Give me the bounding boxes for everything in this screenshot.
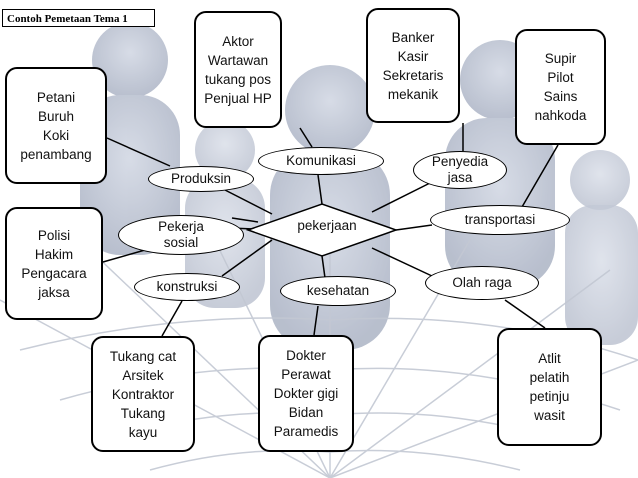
category-komunikasi-label: Komunikasi xyxy=(286,153,356,168)
box-item: kayu xyxy=(128,424,158,440)
connector-komunikasi-box xyxy=(299,127,313,148)
box-item: Atlit xyxy=(538,351,561,366)
category-transportasi: transportasi xyxy=(430,205,570,235)
box-olah-raga-examples: Atlit pelatih petinju wasit xyxy=(497,328,602,446)
box-item: Pengacara xyxy=(21,265,87,281)
box-komunikasi-examples: Aktor Wartawan tukang pos Penjual HP xyxy=(194,11,282,128)
box-item: Banker xyxy=(391,29,435,45)
connector-transportasi-box xyxy=(521,144,559,208)
box-penyedia-jasa-examples: Banker Kasir Sekretaris mekanik xyxy=(366,8,460,123)
connector-produksin-box xyxy=(106,137,171,167)
box-item: nahkoda xyxy=(534,108,587,123)
box-item: Wartawan xyxy=(207,52,269,68)
category-komunikasi: Komunikasi xyxy=(258,147,384,175)
box-item: jaksa xyxy=(38,284,70,300)
box-item: Aktor xyxy=(222,33,254,49)
box-item: pelatih xyxy=(529,370,570,385)
box-transportasi-examples: Supir Pilot Sains nahkoda xyxy=(515,29,606,145)
box-item: Penjual HP xyxy=(204,90,272,106)
connector-konstruksi-box xyxy=(161,300,183,337)
category-kesehatan: kesehatan xyxy=(280,276,396,306)
category-olah-raga-label: Olah raga xyxy=(452,275,512,290)
box-pekerja-sosial-examples: Polisi Hakim Pengacara jaksa xyxy=(5,207,103,320)
category-olah-raga: Olah raga xyxy=(425,266,539,300)
box-item: Koki xyxy=(42,127,70,143)
box-item: Supir xyxy=(544,51,577,66)
connector-kesehatan-box xyxy=(313,305,319,336)
connector-center-olahraga xyxy=(371,247,433,277)
box-item: penambang xyxy=(20,146,92,162)
box-item: Sains xyxy=(543,89,578,104)
box-item: Buruh xyxy=(37,108,75,124)
box-item: Perawat xyxy=(281,367,331,382)
connector-center-penyedia xyxy=(371,182,431,213)
category-penyedia-jasa: Penyedia jasa xyxy=(413,151,507,189)
category-pekerja-sosial-label: Pekerja sosial xyxy=(158,219,204,250)
box-item: Hakim xyxy=(34,246,74,262)
box-item: Arsitek xyxy=(122,367,164,383)
box-item: Bidan xyxy=(288,405,324,420)
box-item: Polisi xyxy=(37,227,71,243)
connector-center-produksin xyxy=(224,189,273,215)
connector-center-komunikasi xyxy=(317,174,323,205)
box-kesehatan-examples: Dokter Perawat Dokter gigi Bidan Paramed… xyxy=(258,335,354,452)
box-item: Tukang cat xyxy=(109,348,177,364)
box-item: tukang pos xyxy=(204,71,272,87)
center-node-label: pekerjaan xyxy=(297,218,357,233)
box-produksin-examples: Petani Buruh Koki penambang xyxy=(5,67,107,184)
category-kesehatan-label: kesehatan xyxy=(306,283,370,298)
box-item: mekanik xyxy=(387,86,439,102)
connector-center-transportasi xyxy=(395,224,433,231)
box-item: Kasir xyxy=(397,48,429,64)
category-konstruksi-label: konstruksi xyxy=(156,279,218,294)
box-item: Dokter xyxy=(286,348,326,363)
connector-olahraga-box xyxy=(504,299,546,329)
box-item: Petani xyxy=(36,89,76,105)
box-item: Sekretaris xyxy=(382,67,444,83)
connector-lines xyxy=(102,123,559,337)
center-node-shape xyxy=(245,203,399,257)
category-konstruksi: konstruksi xyxy=(134,273,240,301)
category-penyedia-jasa-label: Penyedia jasa xyxy=(431,154,489,185)
box-item: Paramedis xyxy=(273,424,339,439)
box-item: wasit xyxy=(534,408,565,423)
connector-center-kesehatan xyxy=(321,255,326,279)
category-produksin: Produksin xyxy=(148,166,254,192)
box-item: Dokter gigi xyxy=(273,386,339,401)
category-pekerja-sosial: Pekerja sosial xyxy=(118,215,244,255)
connector-center-konstruksi xyxy=(221,239,273,277)
box-item: petinju xyxy=(529,389,570,404)
box-konstruksi-examples: Tukang cat Arsitek Kontraktor Tukang kay… xyxy=(91,336,195,452)
diagram-title: Contoh Pemetaan Tema 1 xyxy=(2,9,155,27)
connector-center-pekerja-b xyxy=(231,217,259,223)
category-produksin-label: Produksin xyxy=(170,171,232,186)
box-item: Pilot xyxy=(547,70,574,85)
box-item: Kontraktor xyxy=(111,386,175,402)
box-item: Tukang xyxy=(120,405,166,421)
category-transportasi-label: transportasi xyxy=(464,212,536,227)
